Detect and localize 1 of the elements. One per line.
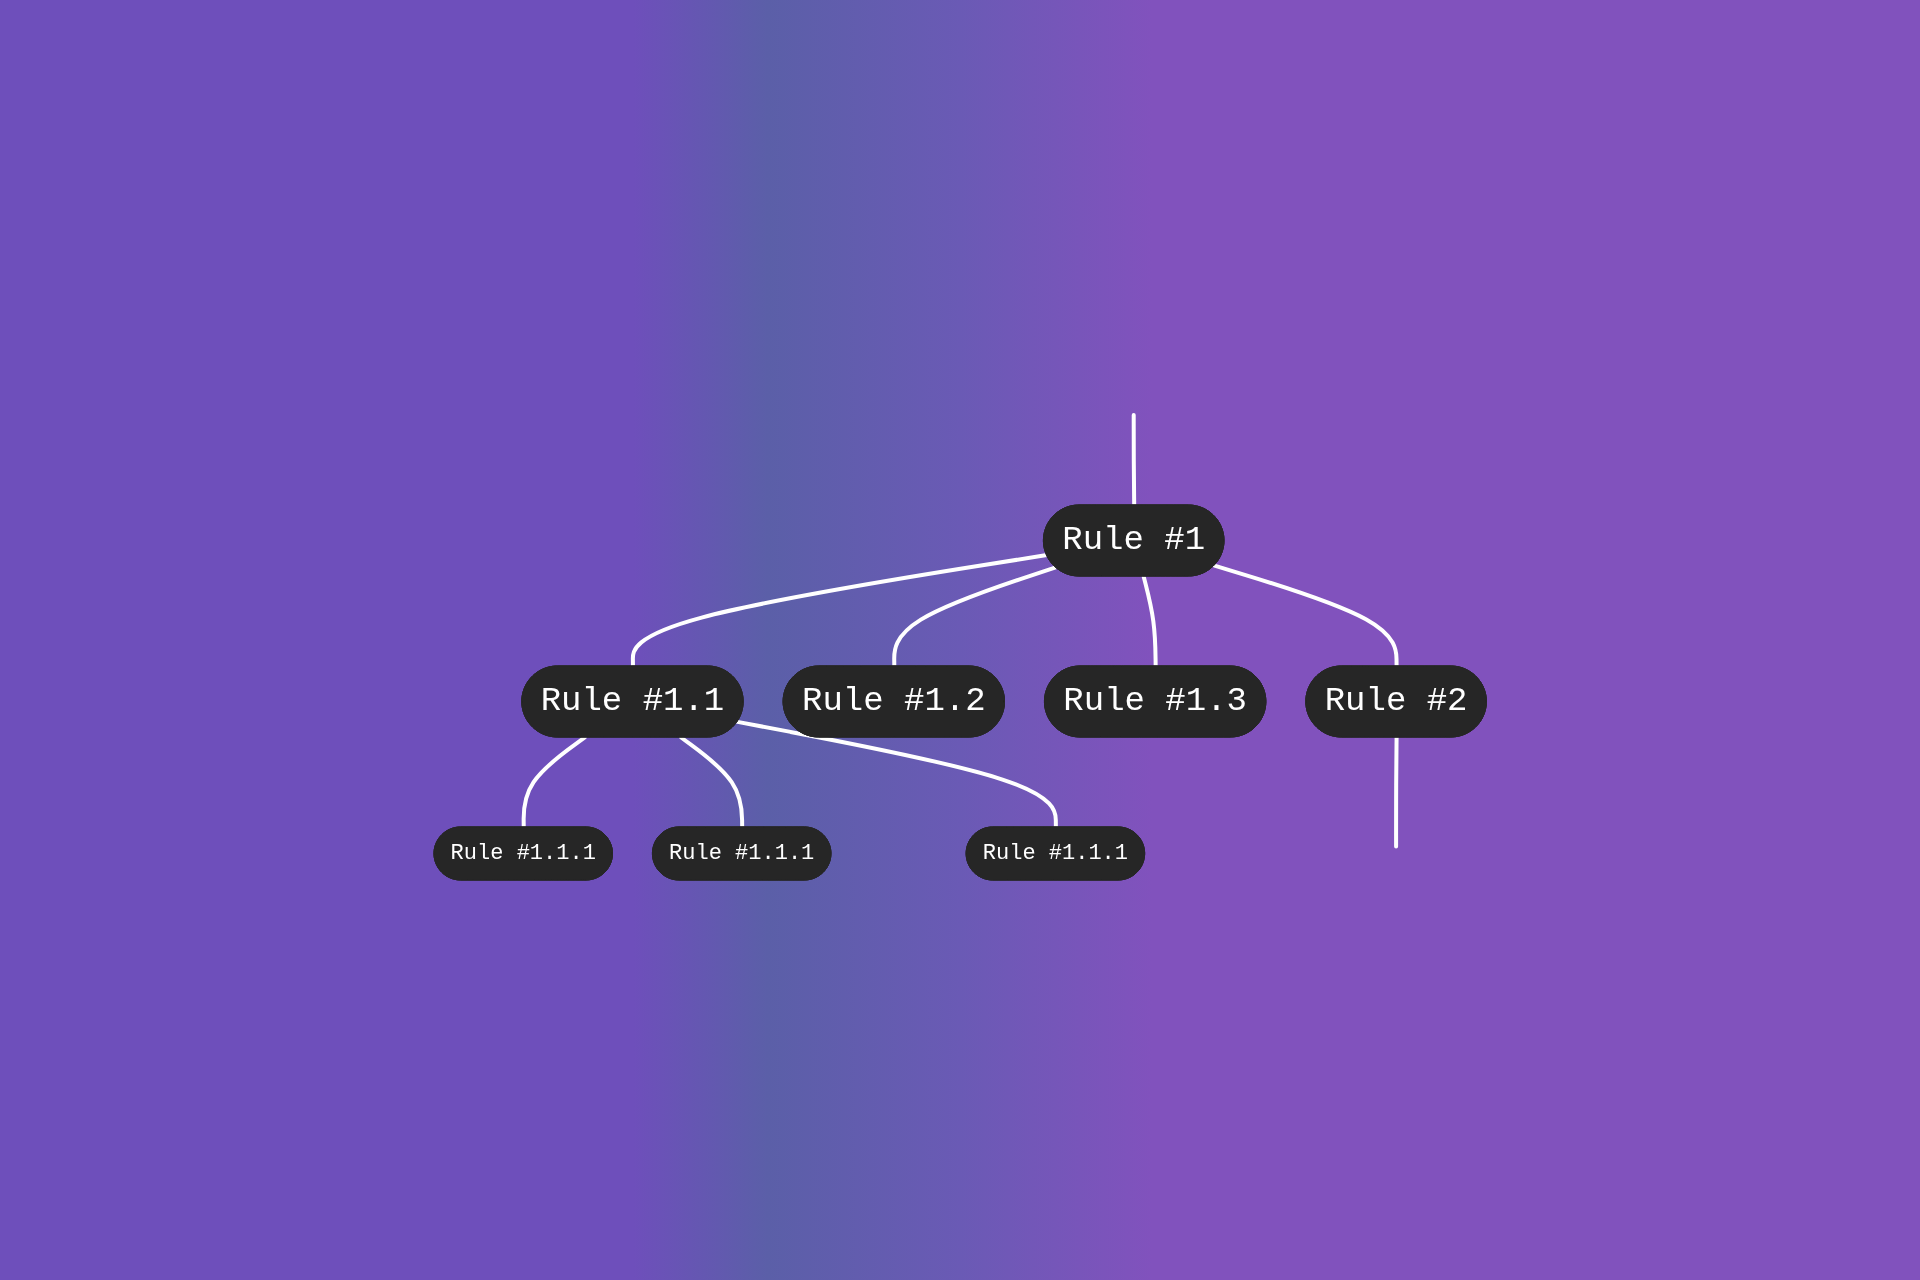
connector [1393,735,1399,848]
